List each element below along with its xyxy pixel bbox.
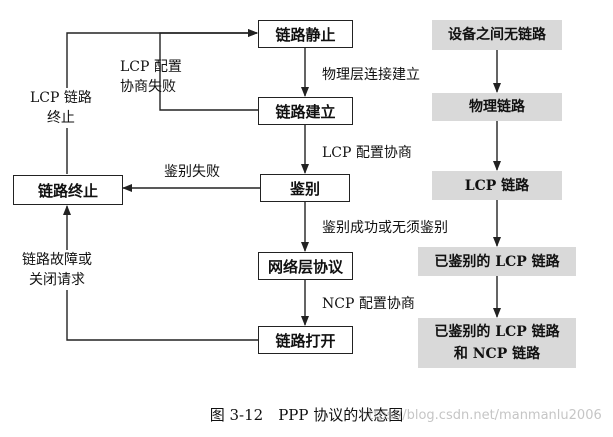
phase-authenticated-lcp-link: 已鉴别的 LCP 链路 <box>418 247 576 276</box>
state-link-dead: 链路静止 <box>258 20 353 48</box>
label-physical-up: 物理层连接建立 <box>322 67 420 83</box>
state-link-establish: 链路建立 <box>258 97 353 125</box>
label-lcp-link-terminate: LCP 链路 终止 <box>30 88 92 128</box>
state-link-open: 链路打开 <box>258 326 353 354</box>
label-auth-fail: 鉴别失败 <box>164 164 220 180</box>
figure-caption: 图 3-12 PPP 协议的状态图 <box>209 406 404 424</box>
phase-lcp-link: LCP 链路 <box>432 171 562 200</box>
label-link-fault-or-close: 链路故障或 关闭请求 <box>22 250 92 290</box>
label-lcp-config-negotiation: LCP 配置协商 <box>322 145 412 161</box>
phase-physical-link: 物理链路 <box>432 93 562 121</box>
phase-no-link: 设备之间无链路 <box>432 20 562 50</box>
label-auth-success-or-none: 鉴别成功或无须鉴别 <box>322 220 448 236</box>
state-network-layer-protocol: 网络层协议 <box>258 252 353 280</box>
watermark: https://blog.csdn.net/manmanlu2006 <box>360 408 602 423</box>
phase-authenticated-lcp-and-ncp-link: 已鉴别的 LCP 链路 和 NCP 链路 <box>418 318 576 368</box>
arrow-open-to-terminate <box>63 205 260 341</box>
label-lcp-config-fail: LCP 配置 协商失败 <box>120 59 182 95</box>
state-authenticate: 鉴别 <box>260 174 350 202</box>
state-link-terminate: 链路终止 <box>13 175 123 205</box>
label-ncp-config-negotiation: NCP 配置协商 <box>322 296 415 312</box>
arrow-terminate-to-dead <box>66 29 258 174</box>
